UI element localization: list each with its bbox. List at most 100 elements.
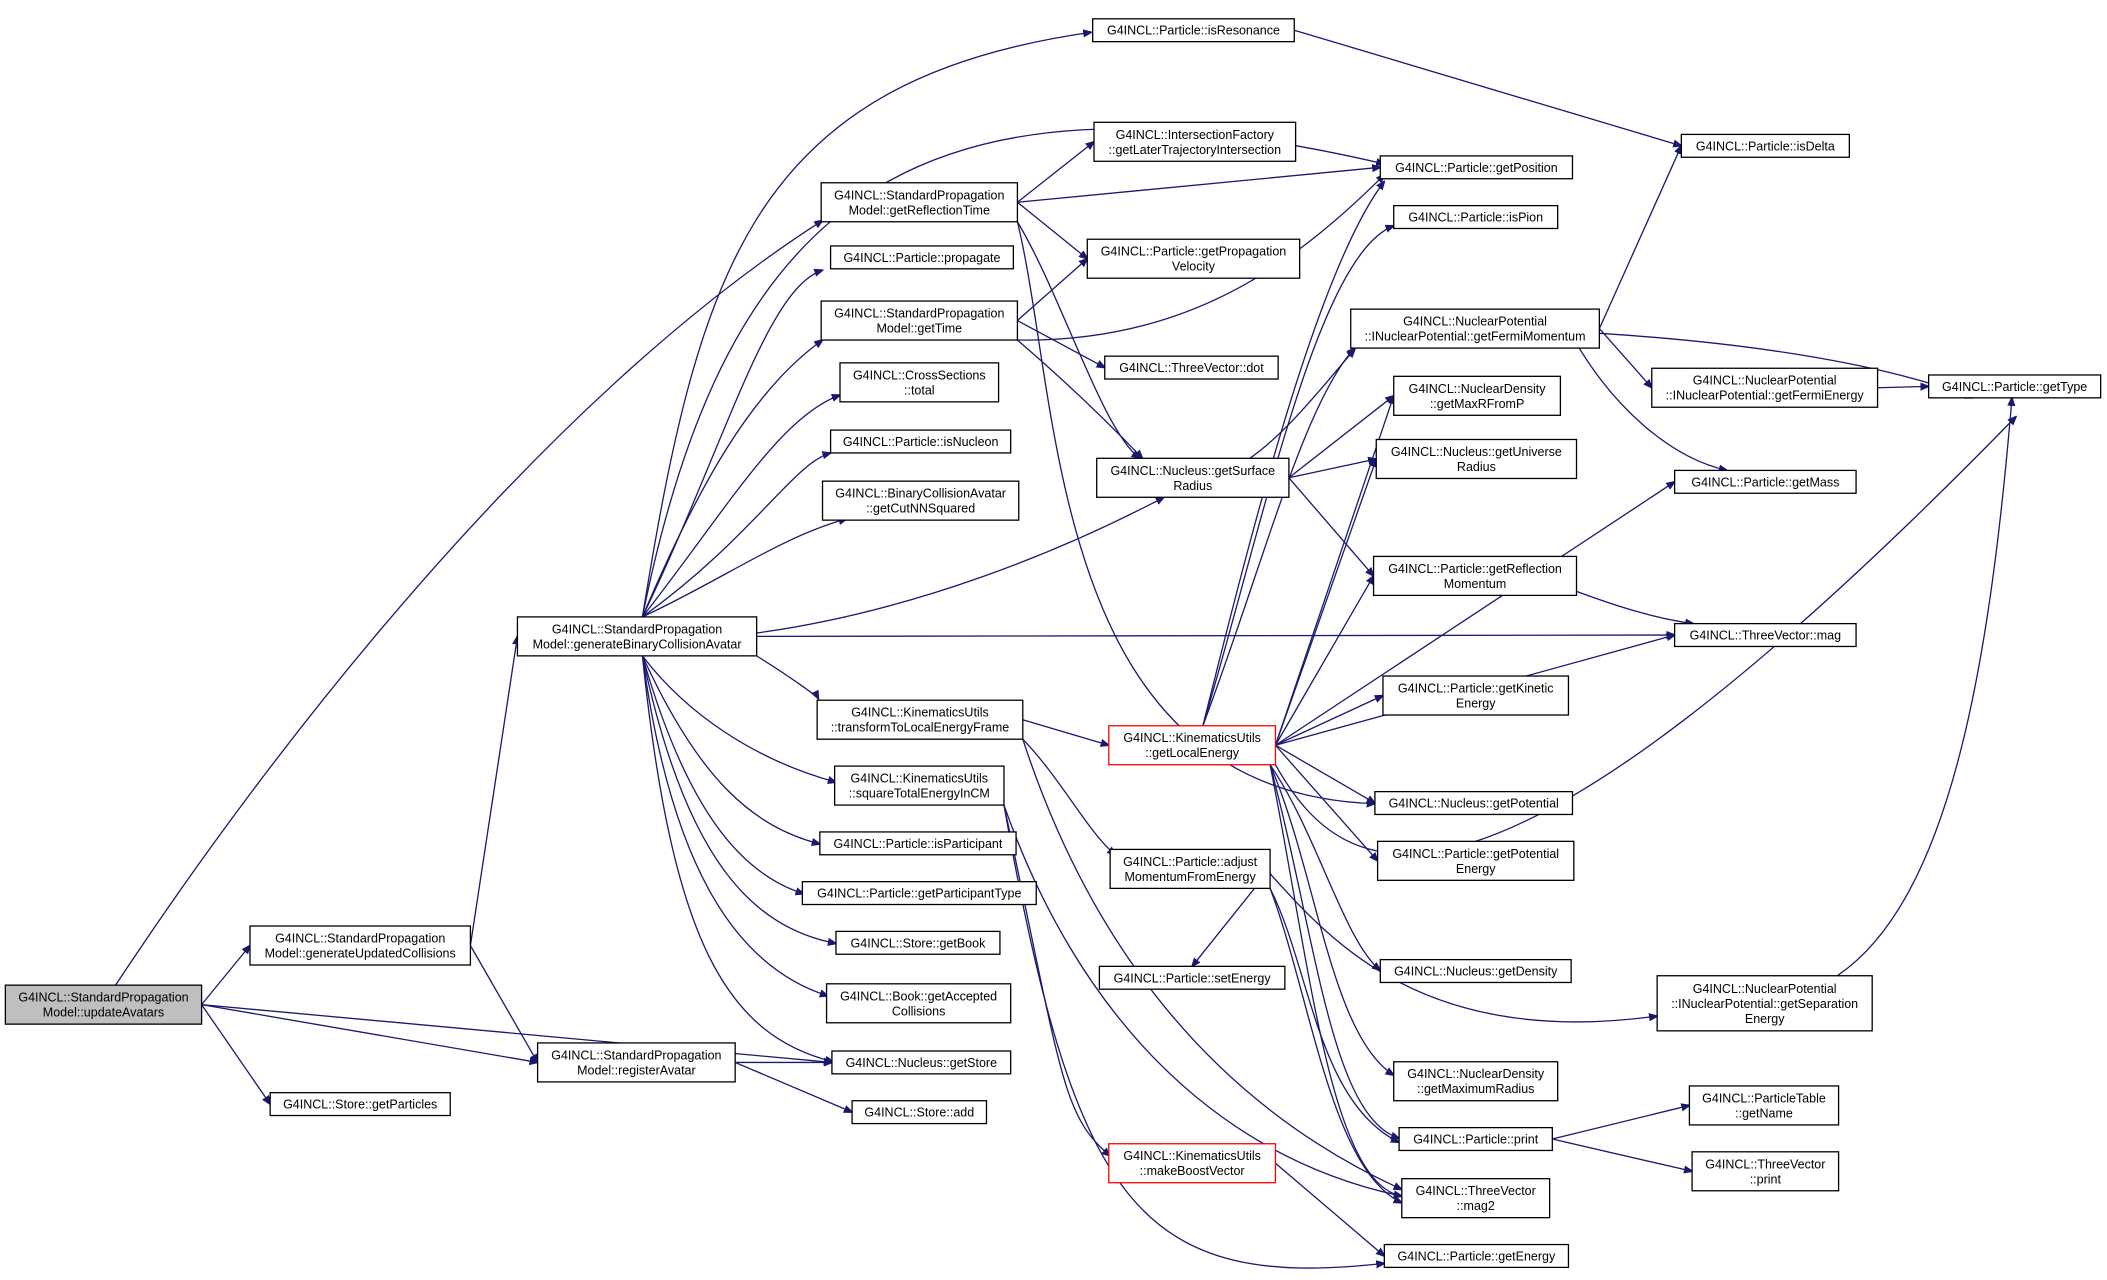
node-label-line: MomentumFromEnergy (1124, 870, 1256, 884)
edge-squareTotal-to-mag2 (1003, 804, 1402, 1196)
edge-getLocalEnergy-to-mag2 (1269, 764, 1402, 1196)
edge-getLocalEnergy-to-getPosition (1202, 181, 1384, 726)
edge-getReflectionTime-to-getPropVel (1017, 201, 1087, 258)
node-getPotential[interactable]: G4INCL::Nucleus::getPotential (1374, 790, 1574, 816)
node-box (1093, 121, 1297, 162)
node-squareTotal[interactable]: G4INCL::KinematicsUtils::squareTotalEner… (833, 765, 1005, 806)
node-getParticles[interactable]: G4INCL::Store::getParticles (269, 1092, 451, 1117)
node-getMaximumRadius[interactable]: G4INCL::NuclearDensity::getMaximumRadius (1393, 1061, 1559, 1102)
node-isNucleon[interactable]: G4INCL::Particle::isNucleon (829, 429, 1012, 454)
node-box (249, 925, 472, 966)
node-label-line: G4INCL::Particle::adjust (1123, 855, 1258, 869)
edge-getLocalEnergy-to-getUniverseRadius (1274, 459, 1376, 746)
node-registerAvatar[interactable]: G4INCL::StandardPropagationModel::regist… (536, 1042, 736, 1083)
node-label-line: Radius (1457, 460, 1496, 474)
node-updateAvatars[interactable]: G4INCL::StandardPropagationModel::update… (4, 984, 203, 1025)
node-getBook[interactable]: G4INCL::Store::getBook (835, 930, 1001, 955)
node-mag2[interactable]: G4INCL::ThreeVector::mag2 (1401, 1178, 1551, 1219)
node-getType[interactable]: G4INCL::Particle::getType (1927, 374, 2102, 399)
node-label-line: G4INCL::ThreeVector::mag (1690, 629, 1842, 643)
node-box (1086, 238, 1301, 279)
node-transformToLocal[interactable]: G4INCL::KinematicsUtils::transformToLoca… (816, 699, 1024, 740)
node-label-line: ::getCutNNSquared (866, 502, 975, 516)
node-label-line: G4INCL::Particle::isParticipant (834, 837, 1003, 851)
node-label-line: G4INCL::NuclearPotential (1693, 374, 1837, 388)
edge-getReflectionTime-to-getLaterTraj (1017, 142, 1094, 203)
node-label-line: G4INCL::NuclearDensity (1409, 382, 1547, 396)
node-getName[interactable]: G4INCL::ParticleTable::getName (1688, 1085, 1840, 1126)
node-label-line: G4INCL::IntersectionFactory (1116, 128, 1275, 142)
node-label-line: Velocity (1172, 260, 1216, 274)
node-getTime[interactable]: G4INCL::StandardPropagationModel::getTim… (820, 300, 1019, 341)
node-label-line: G4INCL::Particle::getParticipantType (817, 887, 1021, 901)
node-dot[interactable]: G4INCL::ThreeVector::dot (1104, 355, 1279, 380)
node-box (829, 429, 1012, 454)
node-propagate[interactable]: G4INCL::Particle::propagate (829, 245, 1015, 270)
node-isParticipant[interactable]: G4INCL::Particle::isParticipant (819, 831, 1017, 856)
node-print[interactable]: G4INCL::Particle::print (1398, 1126, 1553, 1152)
node-getParticipantType[interactable]: G4INCL::Particle::getParticipantType (801, 881, 1037, 906)
node-label-line: G4INCL::NuclearDensity (1407, 1067, 1545, 1081)
edge-getSurfaceRadius-to-getUniverseRadius (1288, 459, 1376, 479)
node-getReflectionTime[interactable]: G4INCL::StandardPropagationModel::getRef… (820, 182, 1019, 223)
edge-updateAvatars-to-getReflectionTime (115, 220, 823, 986)
edge-getSeparation-to-getType (1836, 398, 2012, 977)
node-adjustMomentum[interactable]: G4INCL::Particle::adjustMomentumFromEner… (1109, 848, 1271, 890)
node-getStore[interactable]: G4INCL::Nucleus::getStore (831, 1050, 1012, 1075)
node-makeBoost[interactable]: G4INCL::KinematicsUtils::makeBoostVector (1108, 1143, 1277, 1184)
node-isPion[interactable]: G4INCL::Particle::isPion (1393, 204, 1559, 230)
node-getLaterTraj[interactable]: G4INCL::IntersectionFactory::getLaterTra… (1093, 121, 1297, 162)
edge-transformToLocal-to-adjustMomentum (1022, 738, 1116, 855)
edge-genBinColl-to-mag (756, 635, 1675, 636)
node-generateUpdatedCollisions[interactable]: G4INCL::StandardPropagationModel::genera… (249, 925, 472, 966)
edge-getLocalEnergy-to-getMaximumRadius (1269, 764, 1394, 1075)
node-getFermiMomentum[interactable]: G4INCL::NuclearPotential::INuclearPotent… (1350, 308, 1601, 349)
node-isDelta[interactable]: G4INCL::Particle::isDelta (1680, 133, 1850, 158)
node-tvPrint[interactable]: G4INCL::ThreeVector::print (1691, 1151, 1840, 1192)
node-setEnergy[interactable]: G4INCL::Particle::setEnergy (1098, 965, 1286, 990)
node-box (833, 765, 1005, 806)
node-label-line: ::INuclearPotential::getFermiMomentum (1365, 330, 1586, 344)
node-getMass[interactable]: G4INCL::Particle::getMass (1673, 469, 1857, 494)
node-getFermiEnergy[interactable]: G4INCL::NuclearPotential::INuclearPotent… (1651, 367, 1879, 408)
node-box (269, 1092, 451, 1117)
node-getLocalEnergy[interactable]: G4INCL::KinematicsUtils::getLocalEnergy (1108, 725, 1277, 766)
node-label-line: G4INCL::Nucleus::getStore (846, 1056, 998, 1070)
node-label-line: G4INCL::Particle::isDelta (1696, 139, 1835, 153)
node-label-line: ::getMaximumRadius (1417, 1082, 1534, 1096)
node-getMaxRFromP[interactable]: G4INCL::NuclearDensity::getMaxRFromP (1393, 375, 1562, 416)
node-genBinColl[interactable]: G4INCL::StandardPropagationModel::genera… (516, 616, 758, 657)
node-label-line: G4INCL::Particle::getKinetic (1398, 682, 1554, 696)
node-label-line: ::getMaxRFromP (1430, 397, 1524, 411)
node-total[interactable]: G4INCL::CrossSections::total (839, 362, 1000, 403)
node-label-line: G4INCL::Nucleus::getUniverse (1391, 445, 1562, 459)
edge-genBinColl-to-getStore (641, 655, 833, 1062)
node-box (1372, 555, 1578, 597)
edge-genBinColl-to-propagate (641, 270, 822, 618)
node-storeAdd[interactable]: G4INCL::Store::add (851, 1100, 988, 1125)
node-getPosition[interactable]: G4INCL::Particle::getPosition (1379, 155, 1574, 180)
node-box (1379, 155, 1574, 180)
node-box (1374, 790, 1574, 816)
node-box (816, 699, 1024, 740)
edge-getLocalEnergy-to-getMass (1275, 482, 1674, 746)
node-label-line: G4INCL::CrossSections (853, 368, 986, 382)
node-getDensity[interactable]: G4INCL::Nucleus::getDensity (1379, 958, 1572, 984)
edge-transformToLocal-to-mag2 (1022, 738, 1402, 1189)
node-getSeparation[interactable]: G4INCL::NuclearPotential::INuclearPotent… (1656, 975, 1873, 1032)
node-label-line: Collisions (892, 1004, 946, 1018)
node-getCutNN[interactable]: G4INCL::BinaryCollisionAvatar::getCutNNS… (821, 480, 1020, 521)
node-getEnergy[interactable]: G4INCL::Particle::getEnergy (1383, 1243, 1570, 1269)
node-box (1927, 374, 2102, 399)
node-isResonance[interactable]: G4INCL::Particle::isResonance (1092, 18, 1295, 43)
edge-getSurfaceRadius-to-getReflMomentum (1288, 477, 1374, 576)
graph-edges (115, 30, 2016, 1269)
node-mag[interactable]: G4INCL::ThreeVector::mag (1673, 622, 1857, 648)
